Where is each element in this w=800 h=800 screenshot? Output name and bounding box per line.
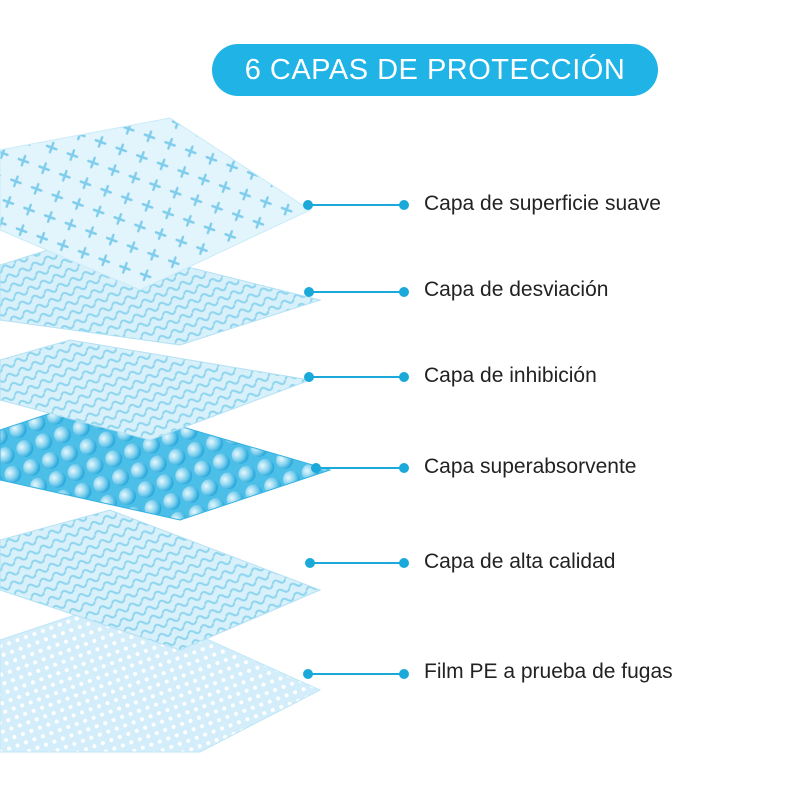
leader-lines	[303, 200, 409, 679]
title-banner: 6 CAPAS DE PROTECCIÓN	[212, 44, 658, 96]
layer-label-3: Capa de inhibición	[424, 364, 597, 387]
layer-label-2: Capa de desviación	[424, 278, 609, 301]
layer-5-fiber-shape	[0, 509, 322, 651]
layer-label-6: Film PE a prueba de fugas	[424, 660, 673, 683]
layer-1-surface-shape	[0, 117, 312, 291]
layer-3-fiber-shape	[0, 339, 312, 441]
layer-label-1: Capa de superficie suave	[424, 192, 661, 215]
layer-label-4: Capa superabsorvente	[424, 455, 637, 478]
title-text: 6 CAPAS DE PROTECCIÓN	[244, 53, 626, 86]
layer-label-5: Capa de alta calidad	[424, 550, 616, 573]
